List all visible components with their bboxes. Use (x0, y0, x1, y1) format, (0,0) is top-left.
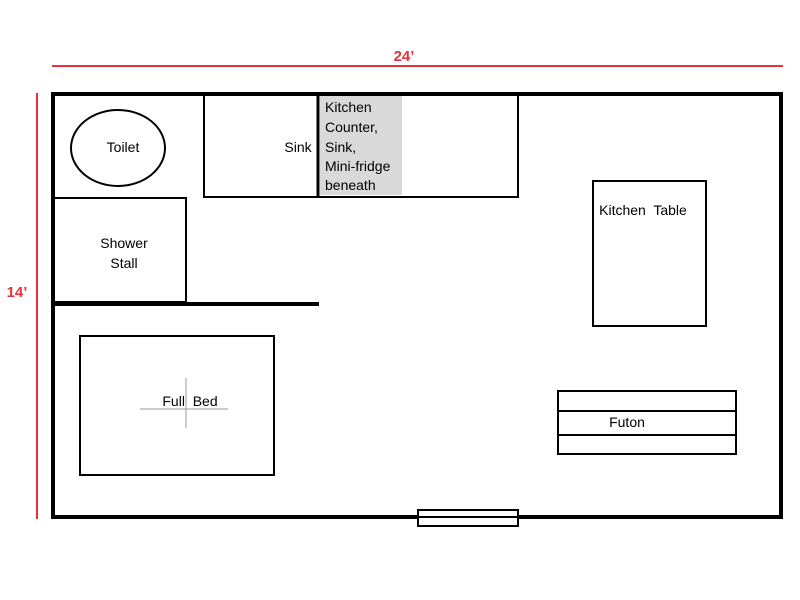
counter-label-line3: Sink, (325, 139, 356, 155)
kitchen-counter-shaded (320, 96, 402, 195)
kitchen-table (592, 180, 707, 327)
kitchen-table-label: Kitchen Table (599, 202, 687, 218)
futon (557, 390, 737, 455)
counter-label-line1: Kitchen (325, 99, 372, 115)
full-bed-label: Full Bed (162, 393, 217, 409)
shower-label-line1: Shower (100, 235, 148, 251)
counter-label-line5: beneath (325, 177, 376, 193)
width-dimension-label: 24’ (394, 48, 415, 65)
toilet-label: Toilet (107, 139, 140, 155)
counter-label-line4: Mini-fridge (325, 158, 391, 174)
counter-label-line2: Counter, (325, 119, 378, 135)
toilet (70, 109, 166, 187)
height-dimension-label: 14’ (7, 284, 28, 301)
full-bed (79, 335, 275, 476)
shower-label-line2: Stall (110, 255, 137, 271)
sink-label: Sink (284, 139, 312, 155)
futon-label: Futon (609, 414, 645, 430)
